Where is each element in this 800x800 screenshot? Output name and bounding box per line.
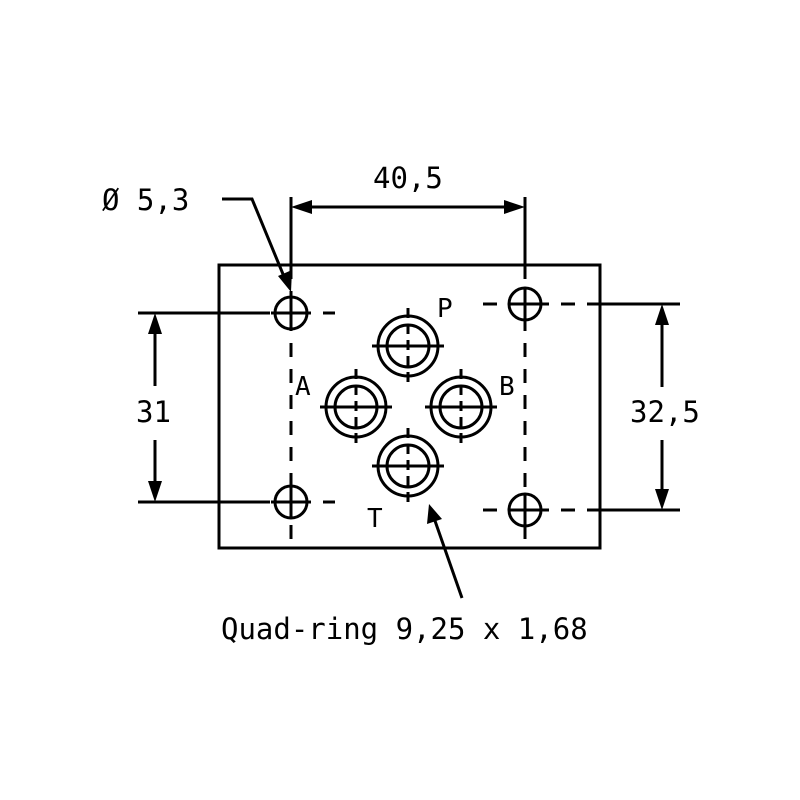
right-height-dimension [600, 302, 680, 512]
port-p [372, 308, 444, 384]
hole-diameter-leader [222, 197, 292, 292]
seal-label: Quad-ring 9,25 x 1,68 [221, 612, 588, 646]
right-height-dimension-label: 32,5 [630, 395, 700, 429]
port-b [425, 369, 497, 445]
hole-diameter-label: Ø 5,3 [102, 183, 189, 217]
port-label-t: T [367, 504, 383, 534]
port-label-p: P [437, 294, 453, 324]
port-label-a: A [295, 372, 311, 402]
seal-leader [427, 504, 464, 599]
mounting-hole-top-left [273, 295, 309, 331]
width-dimension [289, 197, 527, 265]
mounting-hole-bottom-left [273, 484, 309, 520]
left-height-dimension-label: 31 [136, 395, 171, 429]
mounting-hole-bottom-right [507, 492, 543, 528]
mounting-hole-top-right [507, 286, 543, 322]
port-a [320, 369, 392, 445]
plate-outline [217, 263, 602, 550]
port-t [372, 428, 444, 504]
left-height-dimension [138, 311, 270, 504]
width-dimension-label: 40,5 [373, 161, 443, 195]
port-label-b: B [499, 372, 515, 402]
